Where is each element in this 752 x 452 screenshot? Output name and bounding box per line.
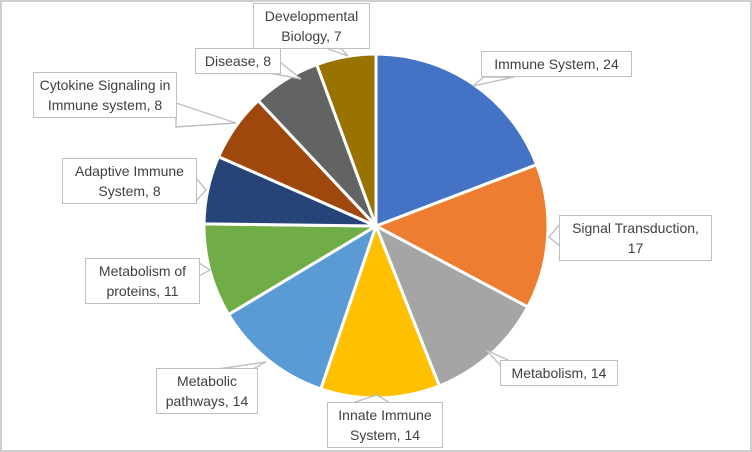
label-leader-cytokine-signaling-in-immune-system [175, 102, 237, 128]
pie-slice-signal-transduction [374, 163, 550, 309]
pie-slice-immune-system [374, 52, 539, 228]
data-label-developmental-biology: Developmental Biology, 7 [253, 3, 370, 49]
data-label-metabolic-pathways: Metabolic pathways, 14 [156, 368, 258, 414]
data-label-cytokine-signaling-in-immune-system: Cytokine Signaling in Immune system, 8 [33, 72, 177, 118]
label-leader-adaptive-immune-system [195, 176, 207, 203]
pie-slice-metabolism-of-proteins [202, 222, 378, 316]
label-leader-immune-system [472, 76, 515, 87]
pie-slice-metabolic-pathways [227, 224, 378, 391]
data-label-innate-immune-system: Innate Immune System, 14 [327, 402, 443, 448]
data-label-metabolism: Metabolism, 14 [500, 360, 618, 386]
data-label-immune-system: Immune System, 24 [481, 51, 632, 77]
pie-slice-developmental-biology [315, 52, 378, 228]
pie-slices [202, 52, 550, 400]
data-label-metabolism-of-proteins: Metabolism of proteins, 11 [85, 258, 200, 304]
data-label-disease: Disease, 8 [195, 48, 281, 74]
data-label-adaptive-immune-system: Adaptive Immune System, 8 [62, 158, 197, 204]
data-label-signal-transduction: Signal Transduction, 17 [559, 215, 712, 261]
